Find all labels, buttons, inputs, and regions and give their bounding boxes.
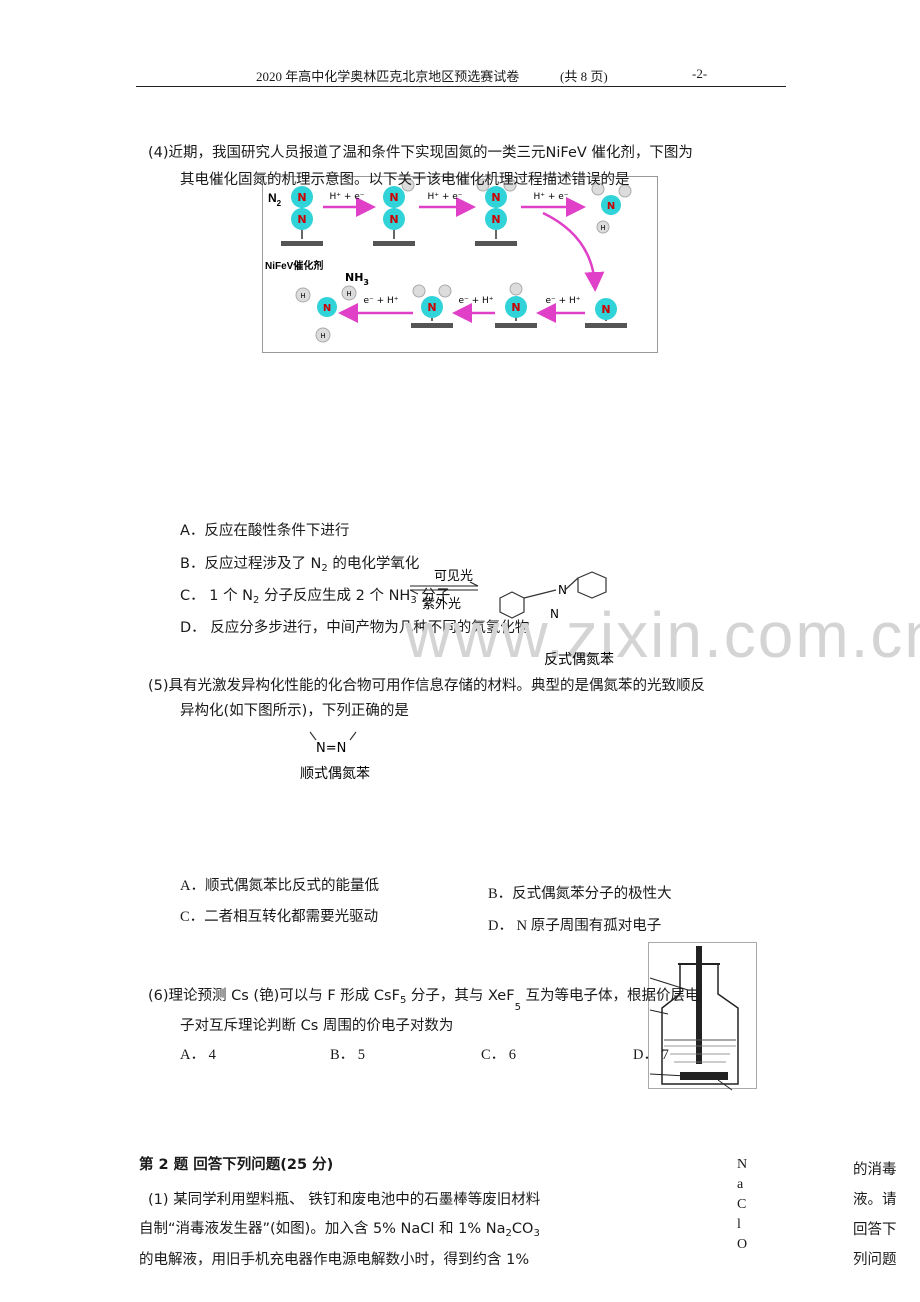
step-label-5: e⁻ + H⁺ <box>545 296 580 306</box>
right-col-1: 的消毒 <box>853 1162 897 1178</box>
q5-line1: (5)具有光激发异构化性能的化合物可用作信息存储的材料。典型的是偶氮苯的光致顺反 <box>148 678 706 694</box>
svg-text:N: N <box>389 191 398 204</box>
q6-option-b: B． 5 <box>330 1047 366 1063</box>
electrolysis-apparatus-figure <box>648 942 757 1091</box>
page-count: (共 8 页) <box>560 69 608 84</box>
svg-text:N: N <box>550 607 559 621</box>
nh-adsorbed: N <box>505 282 527 321</box>
q2-title: 第 2 题 回答下列问题(25 分) <box>139 1157 334 1173</box>
azobenzene-trans-figure: 可见光 紫外光 N N 反式偶氮苯 <box>410 569 614 668</box>
q5-option-a: A．顺式偶氮苯比反式的能量低 <box>180 878 379 894</box>
trans-label: 反式偶氮苯 <box>544 651 614 668</box>
q5-option-d: D． N 原子周围有孤对电子 <box>488 918 662 934</box>
svg-text:N: N <box>427 301 436 314</box>
svg-text:H: H <box>346 290 351 298</box>
n2-label: N2 <box>268 191 282 208</box>
q2-line2: 自制“消毒液发生器”(如图)。加入含 5% NaCl 和 1% Na2CO3 <box>139 1221 540 1239</box>
svg-text:N: N <box>491 213 500 226</box>
azobenzene-cis-figure: N=N 顺式偶氮苯 <box>300 731 370 782</box>
catalyst-label: NiFeV催化剂 <box>265 259 323 272</box>
q4-line2: 其电催化固氮的机理示意图。以下关于该电催化机理过程描述错误的是 <box>180 172 630 188</box>
right-col-2: 液。请 <box>853 1192 897 1208</box>
q4-option-a: A．反应在酸性条件下进行 <box>180 523 350 539</box>
q6-option-d: D． 7 <box>633 1047 669 1063</box>
q4-option-b: B．反应过程涉及了 N2 的电化学氧化 <box>180 556 420 574</box>
cis-formula: N=N <box>316 741 346 756</box>
step-label-2: H⁺ + e⁻ <box>427 192 462 202</box>
step-label-6: e⁻ + H⁺ <box>458 296 493 306</box>
svg-text:N: N <box>558 583 567 597</box>
header-rule <box>136 86 786 87</box>
catalyst-surfaces <box>281 241 627 328</box>
svg-text:N: N <box>491 191 500 204</box>
q6-option-a: A． 4 <box>180 1047 216 1063</box>
mechanism-diagram: N2 N N N N N N <box>265 178 632 343</box>
step-label-7: e⁻ + H⁺ <box>363 296 398 306</box>
q5-option-c: C．二者相互转化都需要光驱动 <box>180 909 379 925</box>
nh2-adsorbed: N <box>412 284 452 321</box>
n2h-intermediate: N N <box>383 178 415 239</box>
right-col-4: 列问题 <box>853 1252 897 1268</box>
n2-adsorbed-molecule: N N <box>291 186 313 239</box>
q6-option-c: C． 6 <box>481 1047 517 1063</box>
right-col-3: 回答下 <box>853 1222 897 1238</box>
svg-text:N: N <box>389 213 398 226</box>
q2-line1: (1) 某同学利用塑料瓶、 铁钉和废电池中的石墨棒等废旧材料 <box>148 1192 541 1208</box>
nh3-top: N H <box>591 182 632 234</box>
naclo-vertical: N a C l O <box>737 1157 748 1252</box>
svg-text:N: N <box>297 191 306 204</box>
svg-text:H: H <box>300 292 305 300</box>
svg-text:H: H <box>600 224 605 232</box>
q6-line2: 子对互斥理论判断 Cs 周围的价电子对数为 <box>180 1018 454 1034</box>
watermark: www.zixin.com.cn <box>405 599 920 671</box>
svg-text:H: H <box>320 332 325 340</box>
nh3-label: NH3 <box>345 271 369 287</box>
q5-line2: 异构化(如下图所示)，下列正确的是 <box>180 703 409 719</box>
svg-text:N: N <box>601 303 610 316</box>
q2-line3: 的电解液，用旧手机充电器作电源电解数小时，得到约含 1% <box>139 1252 530 1268</box>
n-adsorbed-bottom-right: N <box>595 298 617 321</box>
svg-text:N: N <box>607 201 615 212</box>
arrow-top-label: 可见光 <box>434 569 473 584</box>
q6-line1: (6)理论预测 Cs (铯)可以与 F 形成 CsF5 分子，其与 XeF5 互… <box>148 988 700 1013</box>
n2h2-intermediate: N N <box>476 178 517 239</box>
page-number: -2- <box>692 66 708 81</box>
cis-label: 顺式偶氮苯 <box>300 765 370 782</box>
arrow-bottom-label: 紫外光 <box>422 597 461 612</box>
q4-option-d: D． 反应分多步进行，中间产物为几种不同的氮氢化物 <box>180 620 530 636</box>
q4-option-c: C． 1 个 N2 分子反应生成 2 个 NH3 分子 <box>180 588 451 606</box>
arrow-curve-down <box>542 211 605 292</box>
svg-text:N: N <box>323 303 331 314</box>
step-label-1: H⁺ + e⁻ <box>329 192 364 202</box>
q5-option-b: B．反式偶氮苯分子的极性大 <box>488 886 672 902</box>
q4-line1: (4)近期，我国研究人员报道了温和条件下实现固氮的一类三元NiFeV 催化剂，下… <box>148 145 693 161</box>
q4-mechanism-figure: N2 N N N N N N <box>262 176 658 353</box>
exam-title: 2020 年高中化学奥林匹克北京地区预选赛试卷 <box>256 69 520 84</box>
nh3-bottom-left: N H H H <box>295 285 357 343</box>
svg-text:N: N <box>297 213 306 226</box>
step-label-3: H⁺ + e⁻ <box>533 192 568 202</box>
svg-text:N: N <box>511 301 520 314</box>
